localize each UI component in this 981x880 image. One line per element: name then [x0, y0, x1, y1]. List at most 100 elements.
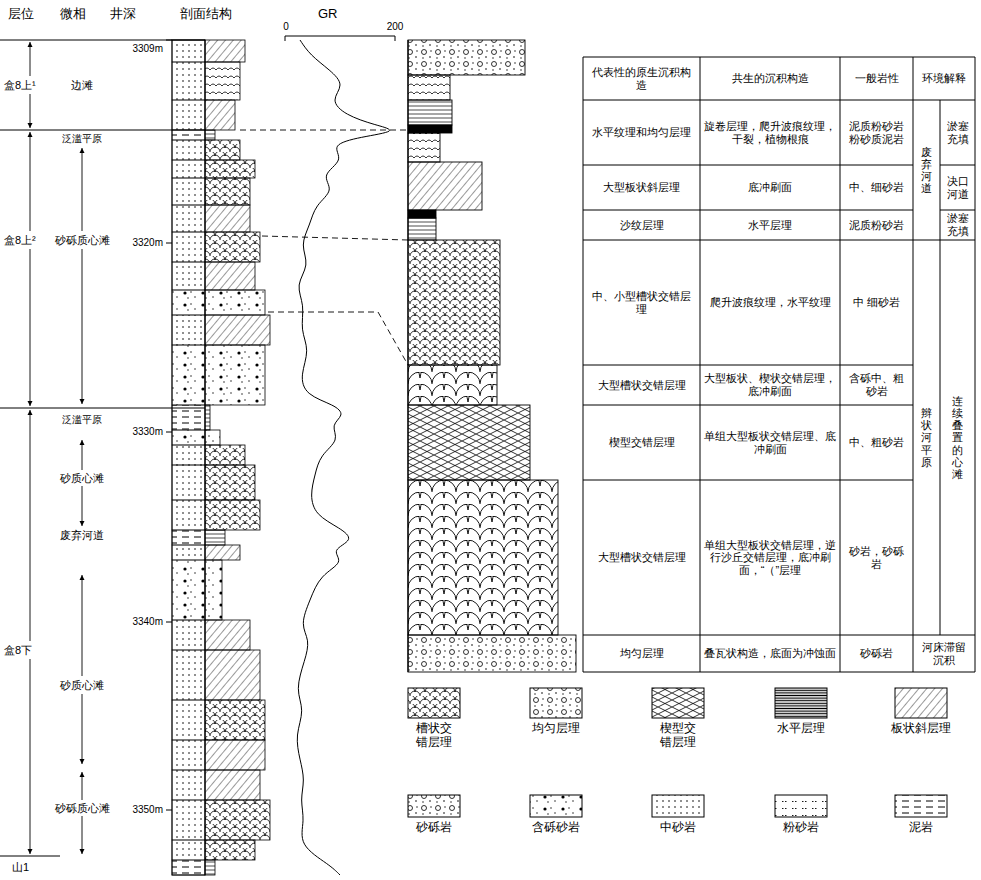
- facies-label: 泛滥平原: [62, 133, 102, 145]
- gr-scale-tick: [285, 36, 286, 41]
- legend-label: 均匀层理: [526, 722, 586, 736]
- table-cell: 含砾中、粗砂岩: [844, 372, 909, 397]
- table-header: 共生的沉积构造: [704, 72, 836, 85]
- profile-bed: [205, 262, 255, 290]
- range-arrow: [82, 772, 83, 800]
- lithology-bed: [172, 650, 205, 700]
- range-arrow: [82, 694, 83, 764]
- range-arrow: [82, 440, 83, 470]
- column-header: 井深: [110, 7, 136, 22]
- scale-value: 200: [387, 21, 404, 33]
- profile-bed: [205, 160, 255, 178]
- depth-tick: [166, 622, 172, 623]
- table-cell: 沙纹层理: [587, 219, 696, 232]
- table-rule: [840, 57, 841, 672]
- lithology-bed: [172, 130, 205, 140]
- profile-bed: [205, 445, 245, 465]
- profile-bed: [205, 465, 255, 500]
- facies-label: 泛滥平原: [62, 414, 102, 426]
- lithology-bed: [172, 232, 205, 262]
- table-rule: [913, 57, 914, 672]
- depth-label: 3320m: [132, 237, 163, 249]
- legend-label: 板状斜层理: [881, 722, 961, 736]
- table-rule: [583, 635, 975, 636]
- correlation-line: [240, 130, 408, 131]
- facies-label: 砂砾质心滩: [55, 802, 110, 815]
- layer-label: 山1: [12, 861, 29, 874]
- profile-bed: [205, 205, 250, 232]
- legend-label: 含砾砂岩: [516, 821, 596, 835]
- section-bed: [408, 125, 452, 133]
- lithology-bed: [172, 840, 205, 860]
- profile-bed: [205, 232, 260, 262]
- gr-scale-tick: [395, 36, 396, 41]
- lithology-bed: [172, 345, 205, 405]
- section-bed: [408, 75, 450, 100]
- lithology-bed: [172, 620, 205, 650]
- range-arrow: [82, 575, 83, 676]
- profile-bed: [205, 290, 265, 315]
- legend-swatch: [408, 688, 460, 718]
- legend-swatch: [530, 795, 582, 817]
- table-rule: [583, 240, 975, 241]
- section-bed: [408, 405, 530, 480]
- section-bed: [408, 365, 497, 405]
- table-cell: 泥质粉砂岩: [844, 219, 909, 232]
- table-header: 一般岩性: [844, 72, 909, 85]
- profile-bed: [205, 770, 260, 800]
- lithology-bed: [172, 262, 205, 290]
- section-bed: [408, 162, 482, 210]
- layer-label: 盒8上¹: [4, 79, 36, 92]
- correlation-line: [268, 312, 408, 365]
- lithology-bed: [172, 100, 205, 130]
- table-rule: [700, 57, 701, 672]
- depth-label: 3350m: [132, 804, 163, 816]
- table-rule: [583, 210, 913, 211]
- section-bed: [408, 100, 452, 125]
- column-header: 剖面结构: [180, 7, 232, 22]
- table-cell: 砂砾岩: [844, 647, 909, 660]
- profile-bed: [205, 100, 235, 130]
- table-cell: 决口河道: [944, 175, 971, 200]
- profile-bed: [205, 700, 265, 740]
- table-rule: [583, 405, 913, 406]
- legend-label: 槽状交错层理: [414, 722, 454, 750]
- lithology-bed: [172, 290, 205, 315]
- legend-swatch: [408, 795, 460, 817]
- scale-value: 0: [283, 21, 289, 33]
- legend-label: 中砂岩: [638, 821, 718, 835]
- lithology-bed: [172, 700, 205, 740]
- profile-bed: [205, 740, 265, 770]
- legend-swatch: [895, 795, 947, 817]
- profile-bed: [205, 560, 222, 620]
- facies-label: 边滩: [71, 79, 93, 92]
- table-rule: [975, 57, 976, 672]
- column-header: 层位: [8, 7, 34, 22]
- lithology-bed: [172, 62, 205, 100]
- legend-label: 砂砾岩: [394, 821, 474, 835]
- lithology-bed: [172, 160, 205, 178]
- table-cell: 淤塞充填: [944, 212, 971, 237]
- table-cell: 中、粗砂岩: [844, 436, 909, 449]
- table-rule: [583, 57, 584, 672]
- profile-bed: [205, 40, 245, 62]
- table-cell: 单组大型板状交错层理、底冲刷面: [704, 430, 836, 455]
- profile-bed: [205, 405, 210, 430]
- section-bed: [408, 218, 436, 240]
- lithology-bed: [172, 315, 205, 345]
- table-cell: 大型槽状交错层理: [587, 379, 696, 392]
- facies-label: 砂质心滩: [60, 472, 104, 485]
- table-cell: 单组大型板状交错层理，逆行沙丘交错层理，底冲刷面，“（”层理: [704, 539, 836, 577]
- range-arrow: [30, 410, 31, 641]
- column-header: 微相: [60, 7, 86, 22]
- table-cell: 废弃河道: [921, 146, 932, 194]
- table-cell: 中、小型槽状交错层理: [587, 290, 696, 315]
- table-cell: 楔型交错层理: [587, 436, 696, 449]
- table-cell: 河床滞留沉积: [917, 641, 971, 666]
- lithology-bed: [172, 465, 205, 500]
- profile-bed: [205, 140, 240, 160]
- facies-label: 砂质心滩: [60, 679, 104, 692]
- depth-label: 3330m: [132, 426, 163, 438]
- legend-swatch: [775, 795, 827, 817]
- table-rule: [583, 57, 975, 58]
